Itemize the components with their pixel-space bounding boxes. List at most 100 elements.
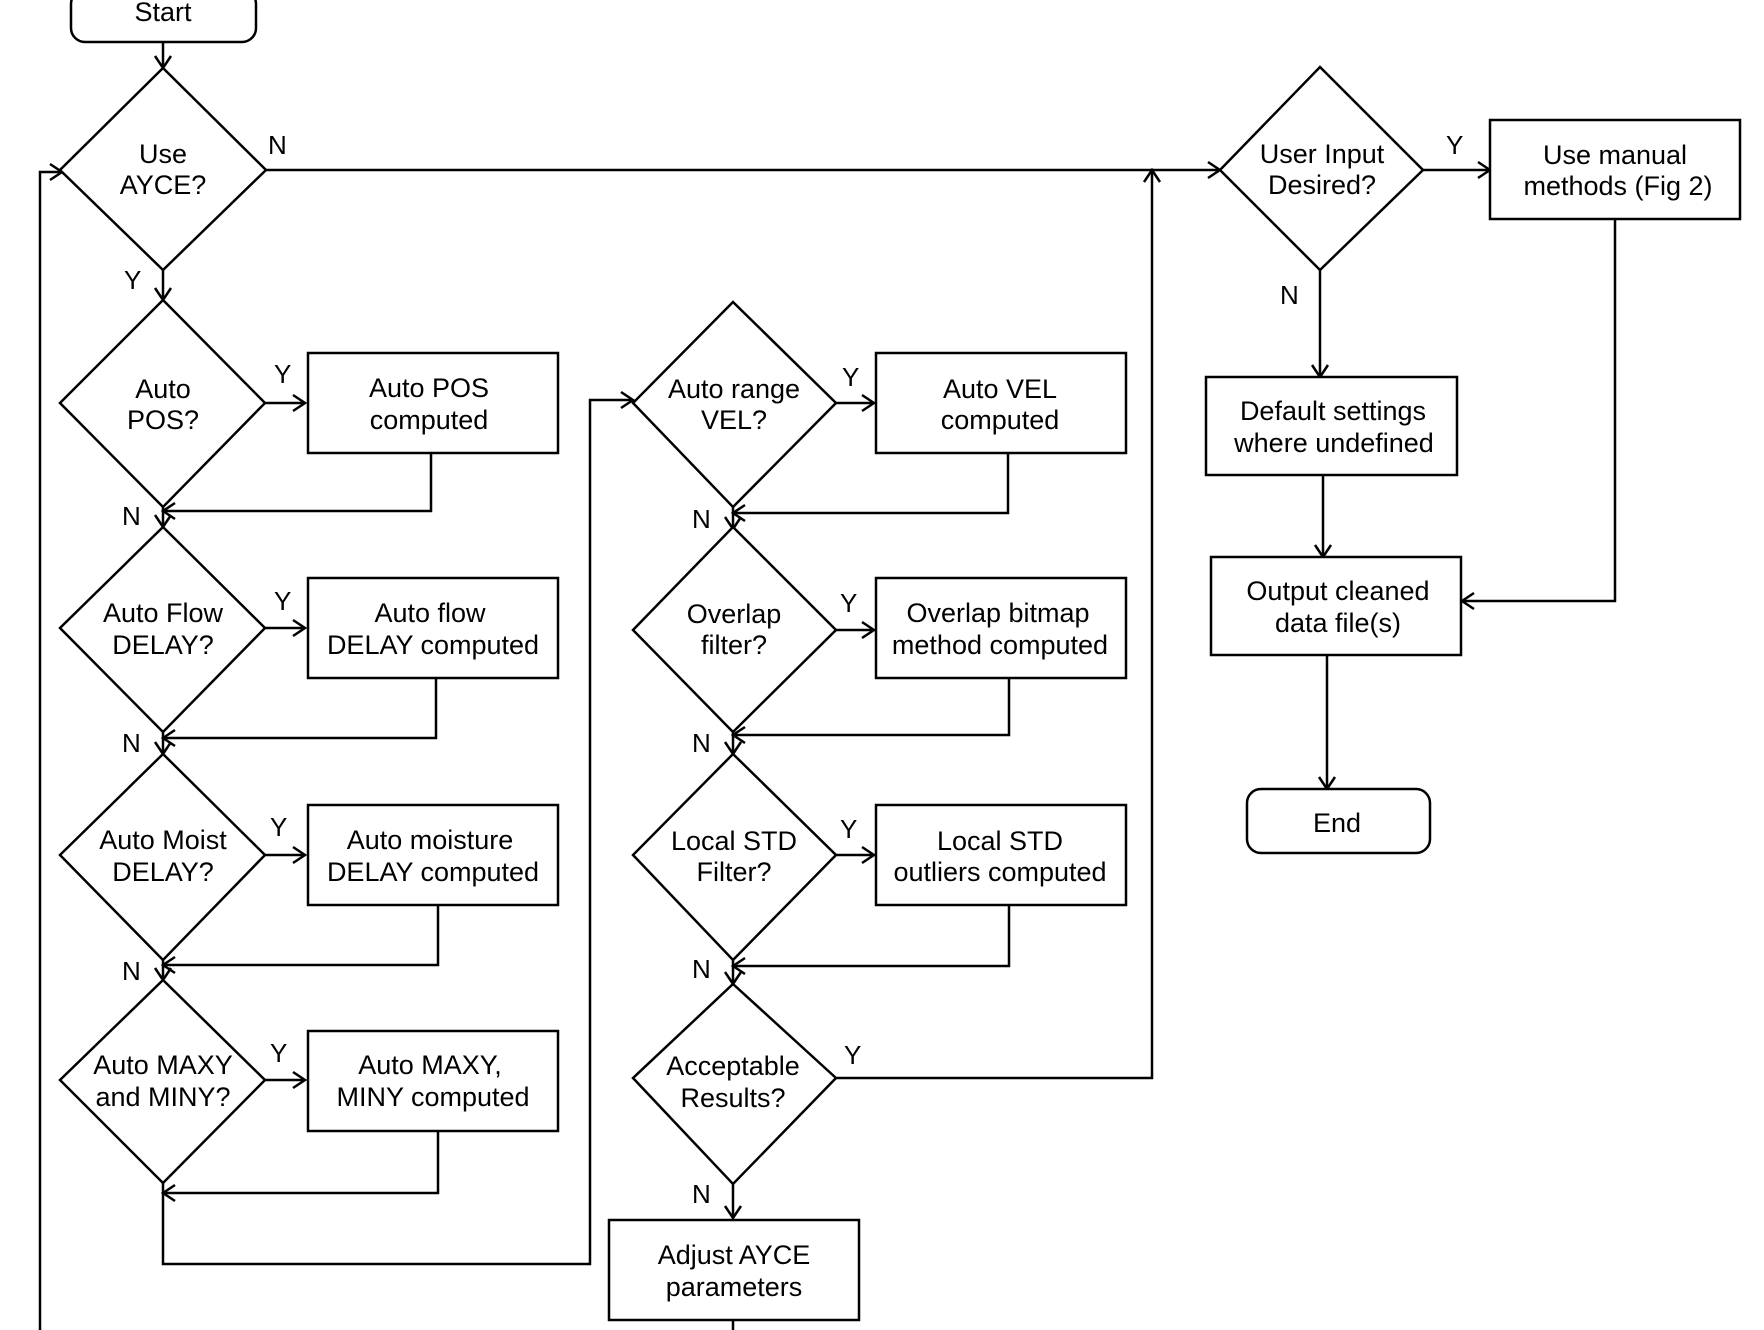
overlap-yes-label: Y [840,588,857,618]
edge-manual-to-output [1462,219,1617,603]
auto-maxy-yes-label: Y [270,1038,287,1068]
default-settings-box [1204,375,1459,477]
edge-auto-flow-computed-return [163,678,438,740]
auto-pos-decision [58,298,267,509]
adjust-ayce-line2: parameters [666,1272,803,1302]
auto-pos-no-label: N [122,501,141,531]
auto-vel-no-label: N [692,504,711,534]
arrowhead [620,390,636,410]
edge-auto-pos-computed-return [163,453,433,513]
arrowheads [49,55,1493,1221]
default-settings-line1: Default settings [1240,396,1426,426]
arrowhead [1142,167,1162,183]
auto-flow-label-line2: DELAY? [112,630,214,660]
auto-flow-computed-line2: DELAY computed [327,630,539,660]
auto-flow-computed-box [306,576,560,680]
manual-methods-line2: methods (Fig 2) [1523,171,1712,201]
use-ayce-no-label: N [268,130,287,160]
adjust-ayce-box [607,1218,861,1322]
local-std-yes-label: Y [840,814,857,844]
auto-pos-computed-box [306,351,560,455]
auto-moist-label-line1: Auto Moist [99,825,227,855]
edge-auto-maxy-computed-return [163,1132,440,1195]
start-label: Start [134,0,192,27]
manual-methods-line1: Use manual [1543,140,1687,170]
arrowhead [292,393,308,413]
arrowhead [292,845,308,865]
auto-moist-yes-label: Y [270,812,287,842]
auto-pos-label-line2: POS? [127,405,199,435]
output-cleaned-line1: Output cleaned [1246,576,1429,606]
auto-flow-yes-label: Y [274,586,291,616]
local-std-decision [631,752,838,962]
local-std-label-line1: Local STD [671,826,797,856]
auto-moisture-computed-line2: DELAY computed [327,857,539,887]
arrowhead [160,1183,176,1203]
edge-auto-moist-computed-return [163,905,440,967]
local-std-computed-line1: Local STD [937,826,1063,856]
arrowhead [160,955,176,975]
edge-auto-maxy-no [161,398,633,1266]
start-terminal [69,0,258,44]
arrowhead [723,1205,743,1221]
manual-methods-box [1488,118,1742,221]
auto-maxy-computed-line1: Auto MAXY, [358,1050,502,1080]
arrowhead [292,618,308,638]
output-cleaned-box [1209,555,1463,657]
use-ayce-label-line2: AYCE? [120,170,207,200]
adjust-ayce-line1: Adjust AYCE [658,1240,811,1270]
auto-vel-label-line1: Auto range [668,374,800,404]
auto-moisture-computed-box [306,803,560,907]
local-std-label-line2: Filter? [696,857,771,887]
edge-overlap-computed-return [733,678,1011,737]
auto-pos-computed-line1: Auto POS [369,373,489,403]
use-ayce-label-line1: Use [139,139,187,169]
auto-vel-computed-box [874,351,1128,455]
auto-moist-decision [58,752,267,962]
acceptable-label-line1: Acceptable [666,1051,800,1081]
overlap-label-line2: filter? [701,630,767,660]
overlap-computed-box [874,576,1128,680]
user-input-decision [1218,65,1425,272]
auto-maxy-decision [58,978,267,1185]
auto-maxy-computed-line2: MINY computed [336,1082,529,1112]
auto-vel-decision [631,300,838,509]
node-labels: Start Use AYCE? Auto POS? Auto POS compu… [93,0,1712,1302]
auto-flow-computed-line1: Auto flow [374,598,486,628]
acceptable-no-label: N [692,1179,711,1209]
auto-moisture-computed-line1: Auto moisture [347,825,514,855]
auto-flow-label-line1: Auto Flow [103,598,224,628]
default-settings-line2: where undefined [1233,428,1434,458]
acceptable-yes-label: Y [844,1040,861,1070]
auto-maxy-label-line2: and MINY? [95,1082,230,1112]
local-std-computed-line2: outliers computed [893,857,1106,887]
overlap-computed-line1: Overlap bitmap [906,598,1089,628]
arrowhead [861,620,877,640]
auto-vel-yes-label: Y [842,362,859,392]
auto-maxy-label-line1: Auto MAXY [93,1050,233,1080]
user-input-no-label: N [1280,280,1299,310]
auto-flow-decision [58,525,267,734]
output-cleaned-line2: data file(s) [1275,608,1401,638]
use-ayce-yes-label: Y [124,265,141,295]
arrowhead [861,845,877,865]
edge-acceptable-yes [836,170,1154,1080]
overlap-decision [631,525,838,734]
auto-pos-label-line1: Auto [135,374,191,404]
overlap-label-line1: Overlap [687,599,782,629]
auto-maxy-computed-box [306,1029,560,1133]
overlap-computed-line2: method computed [892,630,1108,660]
arrowhead [861,393,877,413]
auto-pos-yes-label: Y [274,359,291,389]
edge-auto-vel-computed-return [733,453,1010,515]
auto-vel-label-line2: VEL? [701,405,767,435]
connectors [38,42,1617,1330]
end-label: End [1313,808,1361,838]
local-std-computed-box [874,803,1128,907]
edge-local-std-computed-return [733,905,1011,968]
edge-adjust-loop [38,170,735,1330]
local-std-no-label: N [692,954,711,984]
shapes [58,0,1742,1322]
auto-flow-no-label: N [122,728,141,758]
